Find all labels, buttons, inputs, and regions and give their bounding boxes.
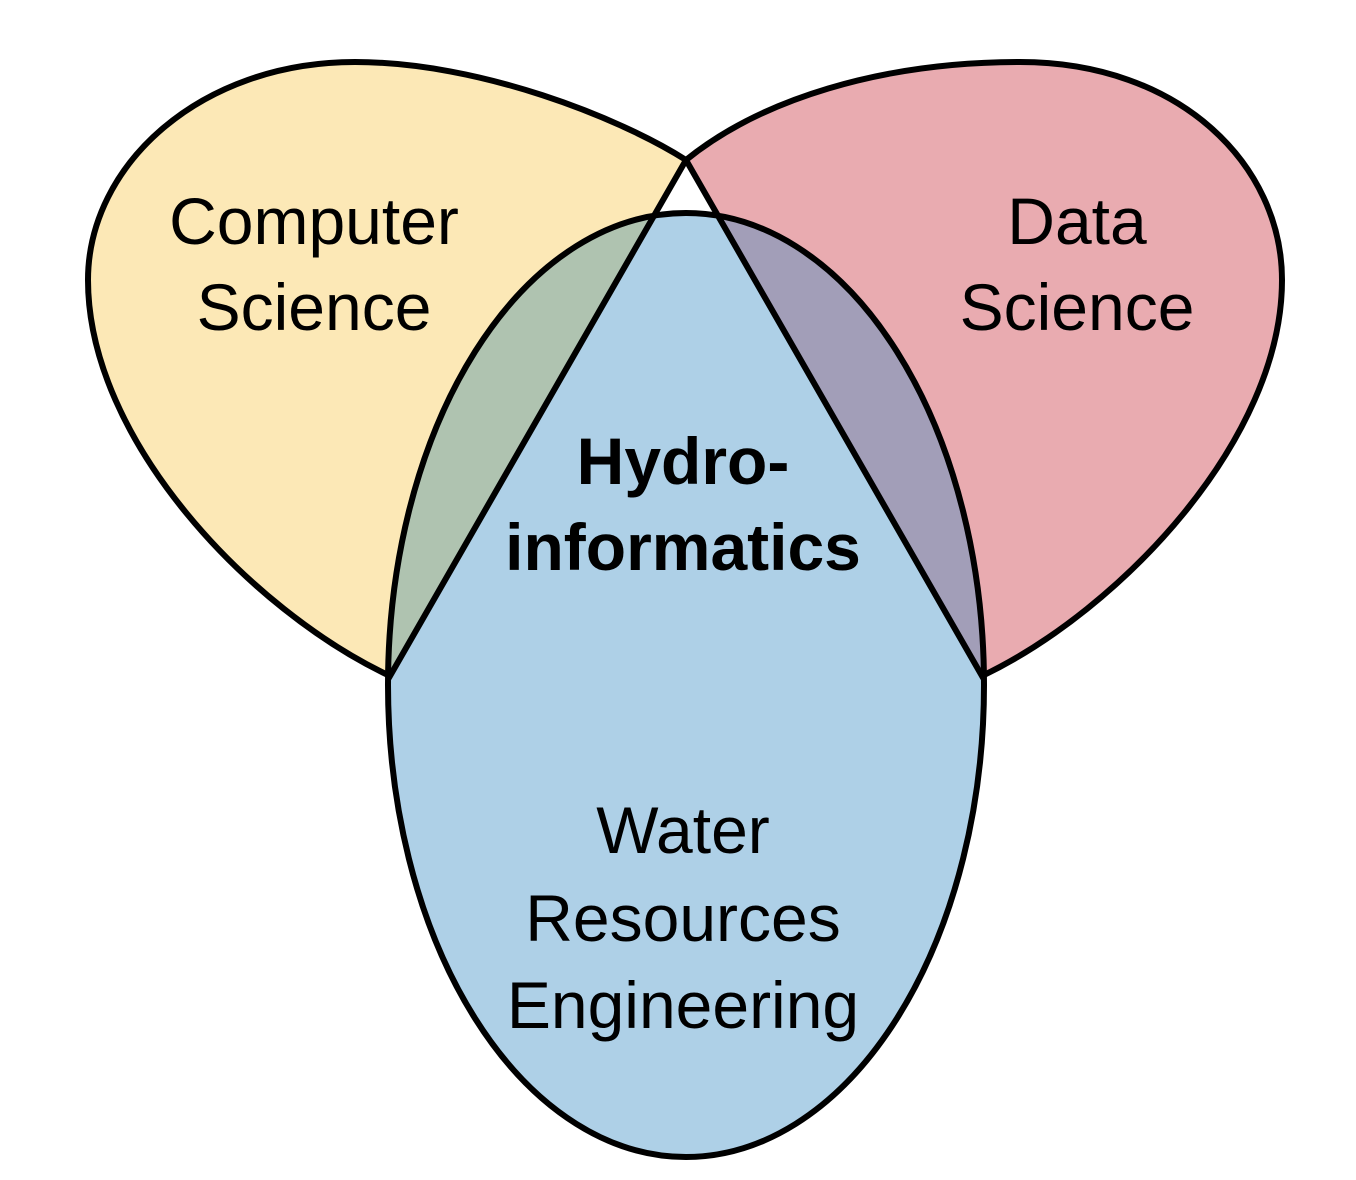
computer-science-label-line2: Science — [197, 270, 432, 344]
water-resources-label-line2: Resources — [525, 881, 840, 955]
hydroinformatics-label-line2: informatics — [505, 510, 861, 584]
data-science-label-line1: Data — [1007, 184, 1147, 258]
water-resources-label-line3: Engineering — [507, 968, 859, 1042]
data-science-label-line2: Science — [960, 270, 1195, 344]
water-resources-label-line1: Water — [596, 793, 770, 867]
hydroinformatics-label-line1: Hydro- — [577, 424, 790, 498]
computer-science-label-line1: Computer — [169, 184, 459, 258]
